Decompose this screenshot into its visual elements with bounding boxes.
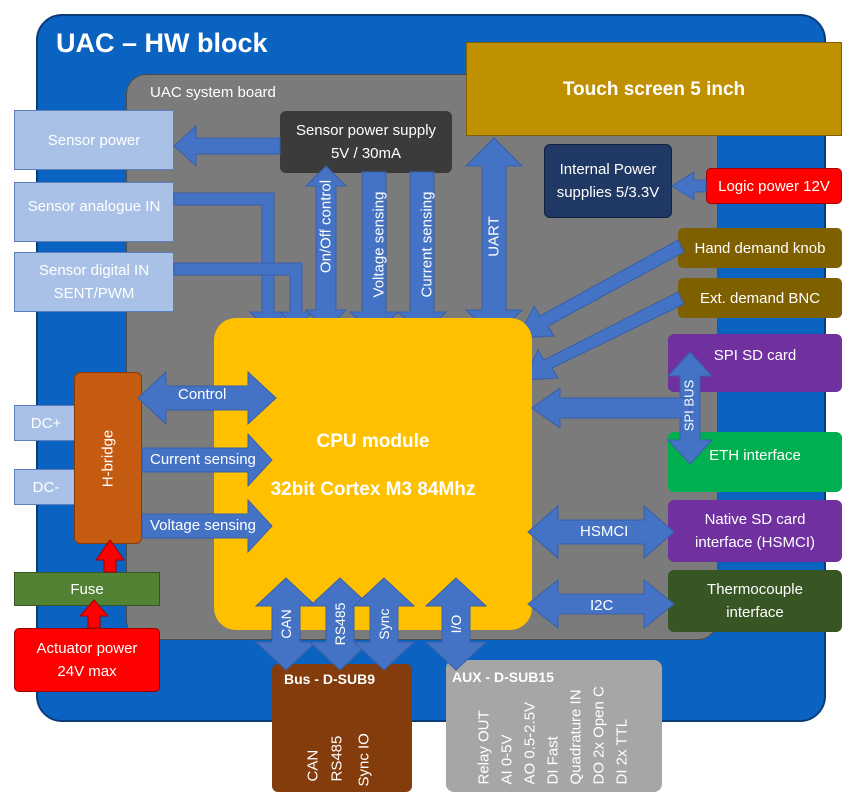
cpu-module: CPU module 32bit Cortex M3 84Mhz — [214, 318, 532, 630]
sensor-power-supply-line2: 5V / 30mA — [330, 145, 402, 162]
sensor-analogue-block: Sensor analogue IN — [14, 182, 174, 242]
spi-sd-card-label: SPI SD card — [713, 347, 797, 364]
arrow-fuse-to-hbridge — [95, 539, 125, 573]
label-spi-bus: SPI BUS — [681, 379, 697, 432]
label-voltage-sensing: Voltage sensing — [150, 517, 256, 534]
label-sync: Sync — [376, 608, 392, 640]
arrow-ext-demand — [523, 291, 685, 381]
label-uart: UART — [485, 216, 503, 257]
dc-plus-label: DC+ — [30, 414, 62, 432]
internal-power-line1: Internal Power — [559, 161, 657, 178]
label-control: Control — [178, 386, 227, 403]
sensor-digital-block: Sensor digital IN SENT/PWM — [14, 252, 174, 312]
touch-screen-block: Touch screen 5 inch — [466, 42, 842, 136]
h-bridge-block: H-bridge — [74, 372, 142, 544]
thermocouple-line2: interface — [726, 604, 784, 621]
label-voltage-sensing-vertical: Voltage sensing — [370, 191, 388, 298]
label-current-sensing: Current sensing — [150, 451, 256, 468]
aux-dsub15-block: AUX - D-SUB15 — [446, 660, 662, 792]
bus-pin-can: CAN — [304, 749, 322, 782]
dc-minus-label: DC- — [32, 478, 60, 496]
native-sd-line2: interface (HSMCI) — [694, 534, 816, 551]
label-can: CAN — [278, 609, 294, 639]
sensor-power-label: Sensor power — [47, 131, 141, 149]
aux-dsub15-title: AUX - D-SUB15 — [452, 669, 554, 685]
system-board-label: UAC system board — [150, 84, 276, 101]
aux-pin-quadrature: Quadrature IN — [567, 689, 585, 785]
label-i2c: I2C — [590, 597, 614, 614]
internal-power-line2: supplies 5/3.3V — [556, 184, 660, 201]
native-sd-block: Native SD card interface (HSMCI) — [668, 500, 842, 562]
logic-power-block: Logic power 12V — [706, 168, 842, 204]
dc-minus-block: DC- — [14, 469, 78, 505]
fuse-block: Fuse — [14, 572, 160, 606]
actuator-power-line2: 24V max — [57, 663, 117, 680]
label-hsmci: HSMCI — [580, 523, 629, 540]
touch-screen-label: Touch screen 5 inch — [562, 78, 746, 100]
arrow-logic-power — [671, 171, 707, 201]
arrow-sensor-analogue — [173, 192, 288, 331]
diagram-title: UAC – HW block — [56, 28, 268, 58]
native-sd-line1: Native SD card — [704, 511, 806, 528]
bus-dsub9-title: Bus - D-SUB9 — [284, 671, 376, 687]
arrow-hand-demand — [517, 239, 685, 339]
sensor-analogue-label: Sensor analogue IN — [27, 198, 161, 215]
actuator-power-block: Actuator power 24V max — [14, 628, 160, 692]
hand-demand-label: Hand demand knob — [694, 239, 826, 257]
dc-plus-block: DC+ — [14, 405, 78, 441]
cpu-subtitle: 32bit Cortex M3 84Mhz — [270, 479, 476, 500]
aux-pin-di-fast: DI Fast — [544, 736, 562, 785]
sensor-power-supply-block: Sensor power supply 5V / 30mA — [280, 111, 452, 173]
eth-interface-label: ETH interface — [709, 447, 801, 464]
label-io: I/O — [448, 614, 464, 634]
ext-demand-block: Ext. demand BNC — [678, 278, 842, 318]
arrow-sensor-power — [173, 124, 281, 168]
hand-demand-block: Hand demand knob — [678, 228, 842, 268]
actuator-power-line1: Actuator power — [36, 640, 138, 657]
aux-pin-relay-out: Relay OUT — [475, 710, 493, 785]
aux-pin-do: DO 2x Open C — [590, 686, 608, 785]
label-rs485: RS485 — [332, 602, 348, 646]
sensor-power-block: Sensor power — [14, 110, 174, 170]
arrow-actuator-to-fuse — [78, 599, 110, 629]
bus-pin-sync-io: Sync IO — [355, 733, 373, 787]
fuse-label: Fuse — [70, 580, 104, 598]
aux-pin-ai: AI 0-5V — [498, 734, 516, 785]
internal-power-block: Internal Power supplies 5/3.3V — [544, 144, 672, 218]
label-current-sensing-vertical: Current sensing — [418, 191, 436, 298]
label-on-off: On/Off control — [317, 179, 335, 274]
aux-pin-di-ttl: DI 2x TTL — [613, 718, 631, 785]
ext-demand-label: Ext. demand BNC — [699, 289, 821, 307]
thermocouple-line1: Thermocouple — [707, 581, 803, 598]
bus-dsub9-block: Bus - D-SUB9 — [272, 664, 412, 792]
sensor-digital-line1: Sensor digital IN — [38, 262, 150, 279]
sensor-digital-line2: SENT/PWM — [53, 285, 135, 302]
bus-pin-rs485: RS485 — [328, 735, 346, 782]
sensor-power-supply-line1: Sensor power supply — [295, 122, 437, 139]
logic-power-label: Logic power 12V — [718, 177, 830, 195]
aux-pin-ao: AO 0.5-2.5V — [521, 701, 539, 785]
arrow-spi-horizontal — [531, 387, 691, 429]
cpu-title: CPU module — [316, 431, 430, 452]
thermocouple-block: Thermocouple interface — [668, 570, 842, 632]
